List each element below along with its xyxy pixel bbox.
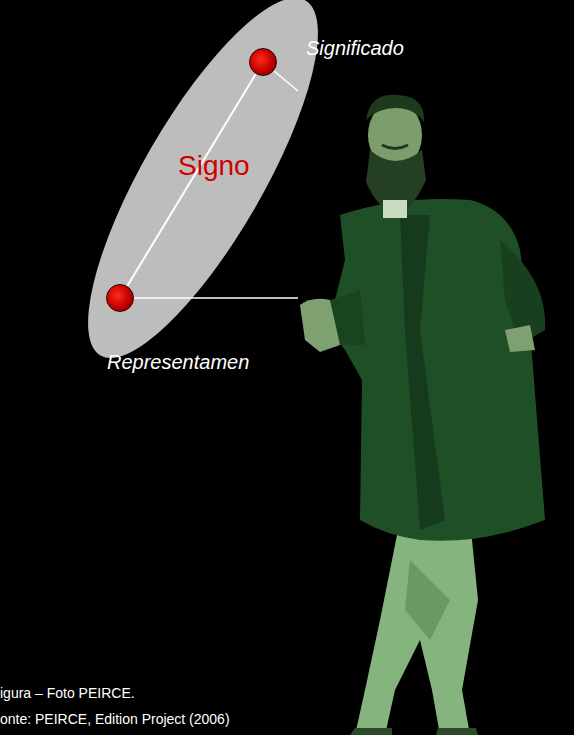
circle-label-anchor: Significado xyxy=(306,37,404,60)
sign-connector xyxy=(127,74,255,286)
concept-label: Representamen xyxy=(107,351,249,374)
leader-line xyxy=(274,71,298,91)
portrait-figure xyxy=(300,95,545,735)
source-caption: onte: PEIRCE, Edition Project (2006) xyxy=(0,711,230,727)
caption-anchor: igura – Foto PEIRCE. xyxy=(0,684,135,702)
figure-caption: igura – Foto PEIRCE. xyxy=(0,685,135,701)
sign-label: Signo xyxy=(178,150,250,182)
concept-circle: Representamen xyxy=(106,284,134,312)
circle-label-anchor: Representamen xyxy=(107,351,249,374)
sign-label-anchor: Signo xyxy=(178,150,250,182)
caption-anchor: onte: PEIRCE, Edition Project (2006) xyxy=(0,710,230,728)
concept-circle: Significado xyxy=(249,48,277,76)
concept-label: Significado xyxy=(306,37,404,60)
sign-ellipse: Signo SignificadoRepresentamen xyxy=(70,0,335,365)
ellipse-shape xyxy=(70,0,335,365)
leader-line xyxy=(134,297,298,299)
